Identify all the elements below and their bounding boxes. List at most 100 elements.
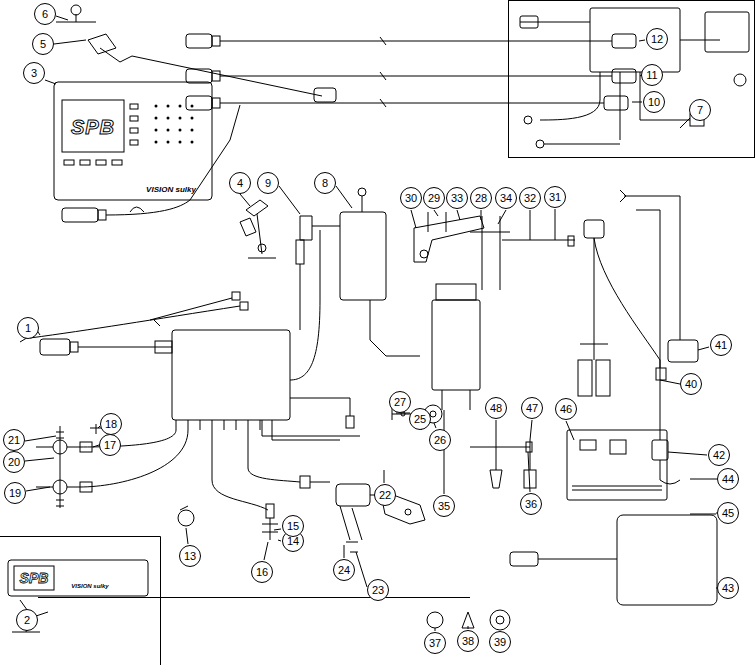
drawing-stroke xyxy=(290,398,350,416)
drawing-stroke xyxy=(88,34,116,54)
drawing-stroke xyxy=(490,610,510,630)
drawing-stroke xyxy=(612,34,636,48)
drawing-stroke xyxy=(212,98,220,108)
drawing-stroke xyxy=(610,440,626,454)
small-parts xyxy=(427,610,510,630)
drawing-stroke xyxy=(434,210,438,216)
drawing-stroke xyxy=(180,506,188,510)
drawing-stroke xyxy=(70,342,78,352)
drawing-stroke xyxy=(130,104,138,109)
drawing-stroke xyxy=(186,34,212,48)
drawing-stroke xyxy=(734,74,746,86)
drawing-stroke xyxy=(40,339,70,355)
drawing-stroke xyxy=(191,141,194,144)
drawing-stroke xyxy=(106,105,240,215)
drawing-stroke xyxy=(620,72,621,140)
drawing-stroke xyxy=(380,99,386,107)
drawing-stroke xyxy=(490,470,502,488)
drawing-stroke xyxy=(380,72,386,80)
drawing-stroke xyxy=(457,210,460,220)
display-unit xyxy=(54,5,336,222)
drawing-stroke xyxy=(436,284,476,300)
drawing-stroke xyxy=(362,196,363,212)
callout-number: 33 xyxy=(446,187,468,209)
callout-number: 34 xyxy=(495,187,517,209)
drawing-stroke xyxy=(612,69,636,83)
drawing-stroke xyxy=(656,368,666,380)
drawing-stroke xyxy=(172,330,290,420)
drawing-stroke xyxy=(427,612,443,628)
drawing-stroke xyxy=(668,452,707,455)
drawing-stroke xyxy=(336,484,370,506)
drawing-stroke xyxy=(179,105,182,108)
callout-number: 36 xyxy=(520,493,542,515)
drawing-stroke xyxy=(56,432,64,438)
drawing-stroke xyxy=(80,430,176,447)
drawing-stroke xyxy=(155,105,158,108)
drawing-stroke xyxy=(705,12,749,52)
drawing-stroke xyxy=(179,117,182,120)
display-brand: VISION sulky xyxy=(71,583,108,589)
drawing-stroke xyxy=(80,442,92,452)
electronic-box xyxy=(490,430,717,605)
drawing-stroke xyxy=(624,196,680,340)
drawing-stroke xyxy=(502,240,575,241)
drawing-stroke xyxy=(470,447,530,448)
drawing-stroke xyxy=(279,186,300,214)
callout-number: 10 xyxy=(643,91,665,113)
drawing-stroke xyxy=(167,117,170,120)
drawing-stroke xyxy=(278,540,281,541)
drawing-stroke xyxy=(220,103,604,104)
display-logo: SPB xyxy=(71,116,115,139)
drawing-stroke xyxy=(155,105,194,144)
callout-number: 27 xyxy=(389,391,411,413)
drawing-stroke xyxy=(248,258,276,259)
callout-number: 8 xyxy=(314,172,336,194)
drawing-stroke xyxy=(544,144,620,145)
drawing-stroke xyxy=(530,210,531,240)
drawing-stroke xyxy=(240,194,250,206)
drawing-stroke xyxy=(530,420,532,440)
drawing-stroke xyxy=(155,117,158,120)
drawing-stroke xyxy=(660,380,680,384)
callout-number: 2 xyxy=(16,609,38,631)
wiring-harness xyxy=(578,190,698,484)
drawing-stroke xyxy=(240,302,248,310)
drawing-stroke xyxy=(680,40,720,41)
callout-number: 18 xyxy=(100,413,122,435)
drawing-stroke xyxy=(54,40,86,44)
callout-number: 12 xyxy=(646,28,668,50)
drawing-stroke xyxy=(130,116,138,121)
drawing-stroke xyxy=(186,96,212,110)
power-cable xyxy=(20,292,248,342)
drawing-stroke xyxy=(264,542,268,560)
callout-number: 30 xyxy=(400,187,422,209)
drawing-stroke xyxy=(482,216,500,290)
drawing-stroke xyxy=(64,160,74,165)
callout-number: 25 xyxy=(409,408,431,430)
drawing-stroke xyxy=(191,117,194,120)
callout-number: 9 xyxy=(257,172,279,194)
drawing-stroke xyxy=(179,141,182,144)
display-logo: SPB xyxy=(20,570,49,586)
drawing-stroke xyxy=(176,420,272,430)
drawing-stroke xyxy=(25,436,56,441)
drawing-stroke xyxy=(690,514,716,515)
drawing-stroke xyxy=(520,16,538,28)
drawing-stroke xyxy=(496,432,497,470)
drawing-stroke xyxy=(435,628,436,631)
drawing-stroke xyxy=(12,632,40,633)
drawing-stroke xyxy=(80,430,188,487)
drawing-stroke xyxy=(698,347,709,350)
drawing-stroke xyxy=(186,69,212,83)
drawing-stroke xyxy=(617,515,717,605)
drawing-stroke xyxy=(220,76,612,77)
callout-number: 32 xyxy=(519,187,541,209)
drawing-stroke xyxy=(442,390,470,410)
callout-number: 3 xyxy=(23,62,45,84)
drawing-stroke xyxy=(358,188,366,196)
leader-lines xyxy=(25,16,717,631)
drawing-stroke xyxy=(220,41,612,42)
